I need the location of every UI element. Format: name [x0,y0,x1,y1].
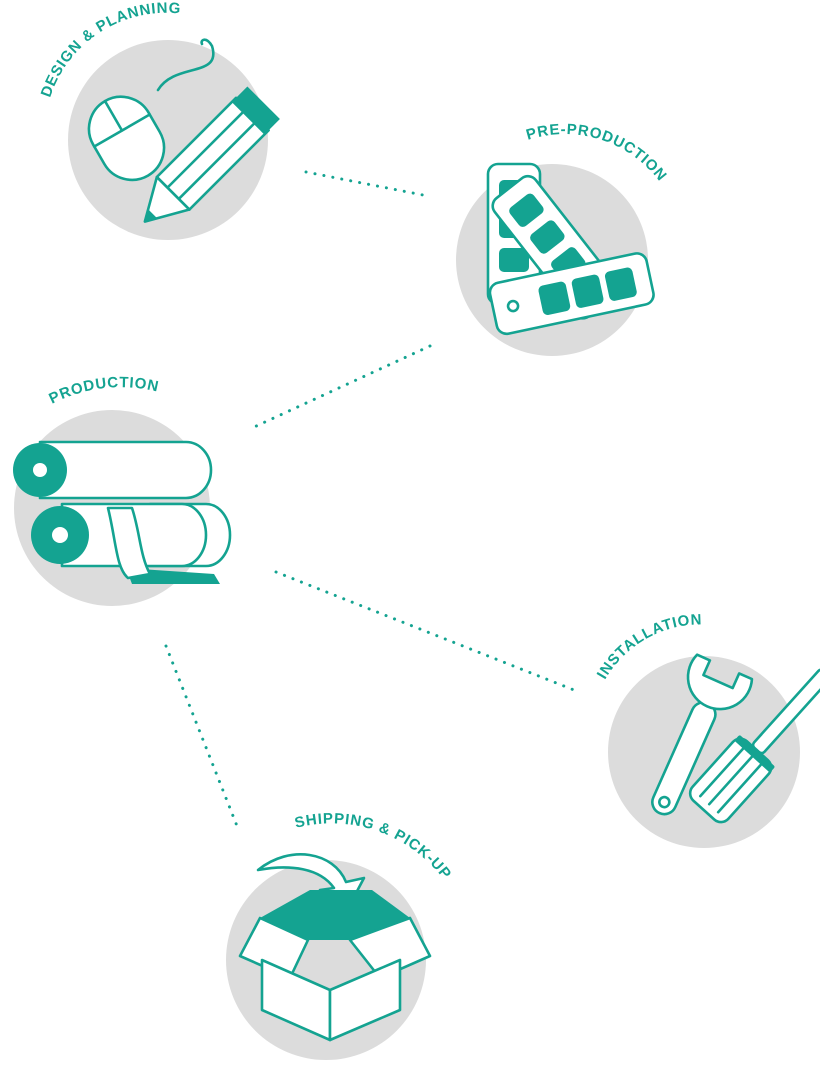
color-swatch-fan-icon [486,162,655,336]
stage-installation: INSTALLATION [594,611,820,848]
wrench-and-screwdriver-icon [651,653,820,824]
mouse-and-pencil-icon [87,38,280,223]
stage-circle [68,40,268,240]
connectors [164,170,576,828]
stage-shipping-pickup: SHIPPING & PICK-UP [226,810,454,1060]
material-rolls-icon [13,440,232,584]
connector-production-to-shipping [164,644,239,828]
connector-preproduction-to-production [250,344,432,430]
stage-production: PRODUCTION [13,374,232,606]
connector-design-to-preproduction [304,170,430,198]
stage-design-planning: DESIGN & PLANNING [38,0,280,240]
connector-production-to-installation [274,570,576,692]
stage-label: PRODUCTION [46,374,160,407]
stage-pre-production: PRE-PRODUCTION [456,121,669,356]
open-box-arrow-icon [238,853,432,1042]
